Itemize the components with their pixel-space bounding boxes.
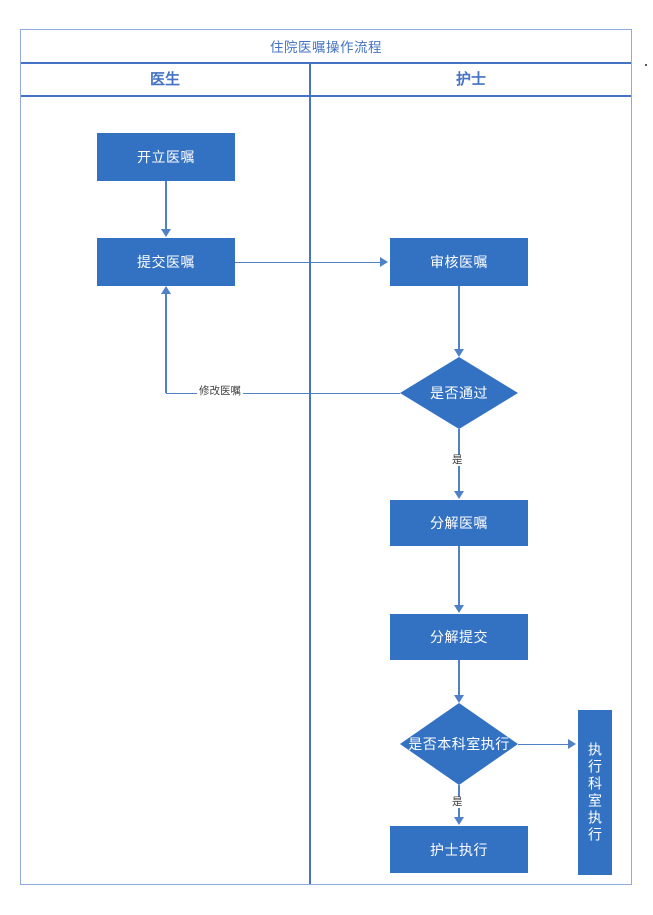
node-approved-decision[interactable]: 是否通过 bbox=[400, 357, 518, 429]
edge-label-approved-yes: 是 bbox=[450, 454, 465, 466]
node-nurse-execute[interactable]: 护士执行 bbox=[390, 826, 528, 873]
node-own-dept-execute-decision[interactable]: 是否本科室执行 bbox=[400, 703, 518, 785]
connector-owndept-to-deptexec bbox=[518, 743, 568, 745]
arrowhead-owndept-to-deptexec bbox=[568, 739, 576, 749]
lane-divider-rule bbox=[309, 62, 311, 884]
node-dept-execute[interactable]: 执行科室执行 bbox=[578, 710, 612, 875]
connector-create-to-submit bbox=[165, 181, 167, 230]
diagram-title-row: 住院医嘱操作流程 bbox=[20, 29, 632, 62]
connector-approved-modify-vertical bbox=[165, 293, 167, 393]
arrowhead-create-to-submit bbox=[161, 229, 171, 237]
node-approved-label: 是否通过 bbox=[430, 384, 488, 401]
arrowhead-split-to-submit bbox=[454, 605, 464, 613]
arrowhead-submit-to-review bbox=[380, 257, 388, 267]
arrowhead-submit-to-owndept bbox=[454, 695, 464, 703]
stray-mark bbox=[645, 64, 647, 66]
diagram-title: 住院医嘱操作流程 bbox=[270, 39, 382, 55]
node-submit-order[interactable]: 提交医嘱 bbox=[97, 238, 235, 286]
arrowhead-modify-to-submit bbox=[161, 286, 171, 294]
edge-label-owndept-yes: 是 bbox=[450, 796, 465, 808]
lane-header-separator-rule bbox=[21, 95, 631, 97]
edge-label-modify-order: 修改医嘱 bbox=[197, 385, 243, 397]
lane-header-nurse: 护士 bbox=[455, 71, 486, 88]
connector-submit-to-owndept bbox=[458, 660, 460, 696]
lane-header-doctor: 医生 bbox=[149, 71, 180, 88]
arrowhead-approved-to-split bbox=[454, 491, 464, 499]
node-review-order[interactable]: 审核医嘱 bbox=[390, 238, 528, 286]
node-split-submit[interactable]: 分解提交 bbox=[390, 614, 528, 660]
title-separator-rule bbox=[21, 62, 631, 64]
node-create-order[interactable]: 开立医嘱 bbox=[97, 133, 235, 181]
node-own-dept-execute-label: 是否本科室执行 bbox=[408, 735, 510, 752]
connector-review-to-approved bbox=[458, 286, 460, 350]
arrowhead-owndept-to-nurse bbox=[454, 817, 464, 825]
node-split-order[interactable]: 分解医嘱 bbox=[390, 500, 528, 546]
connector-submit-to-review bbox=[235, 261, 380, 263]
connector-split-to-submit bbox=[458, 546, 460, 606]
arrowhead-review-to-approved bbox=[454, 349, 464, 357]
connector-approved-modify-horizontal bbox=[166, 392, 400, 394]
